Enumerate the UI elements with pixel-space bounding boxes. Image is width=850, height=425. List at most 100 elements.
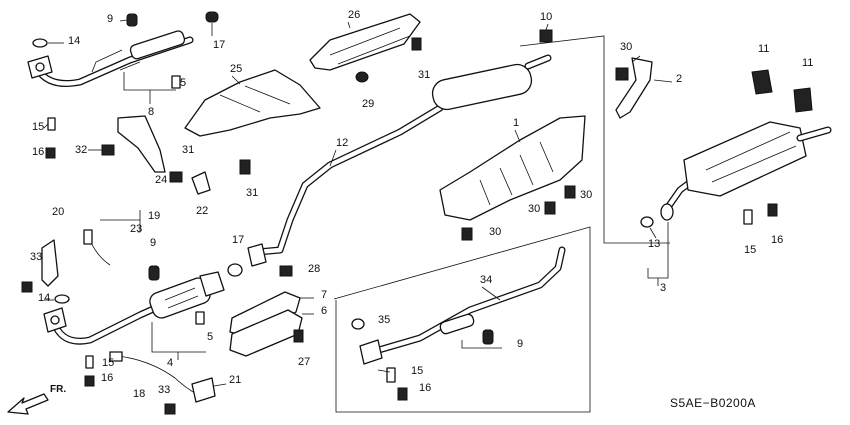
callout-c14b: 14 — [38, 292, 50, 304]
bolt-16-rear — [767, 203, 778, 217]
rubber-hanger-9-mid — [148, 265, 160, 281]
leader-lines — [43, 19, 673, 387]
oxygen-sensor-19 — [83, 229, 93, 245]
callout-c13: 13 — [648, 238, 660, 250]
nut-30-b — [544, 201, 556, 215]
callout-c5b: 5 — [207, 331, 213, 343]
callout-c16c: 16 — [101, 372, 113, 384]
callout-c30d: 30 — [489, 226, 501, 238]
bolt-5-top — [171, 75, 181, 89]
callout-c2: 2 — [676, 73, 682, 85]
callout-c9c: 9 — [517, 338, 523, 350]
callout-c31c: 31 — [246, 187, 258, 199]
callout-c22: 22 — [196, 205, 208, 217]
alt-exhaust-pipe-34 — [359, 246, 566, 365]
gasket-17-top — [205, 11, 219, 23]
bolt-5-mid — [195, 311, 205, 325]
callout-c28: 28 — [308, 263, 320, 275]
front-pipe-upper — [27, 30, 194, 87]
callout-c5a: 5 — [180, 77, 186, 89]
bolt-32 — [101, 144, 115, 156]
callout-c33b: 33 — [158, 384, 170, 396]
gasket-13 — [640, 216, 654, 228]
callout-c4: 4 — [167, 357, 173, 369]
callout-c31a: 31 — [418, 69, 430, 81]
bolt-16-top — [45, 147, 56, 159]
front-pipe-lower-4 — [43, 271, 225, 345]
bracket-21 — [191, 377, 216, 403]
rubber-hanger-11-b — [793, 87, 813, 113]
flange-12 — [247, 243, 267, 267]
callout-c11b: 11 — [802, 57, 813, 69]
bracket-22 — [191, 171, 211, 195]
callout-c34: 34 — [480, 274, 492, 286]
gasket-14-top — [32, 38, 48, 48]
bracket-20 — [41, 239, 59, 287]
callout-c15c: 15 — [102, 357, 114, 369]
spring-15-top — [47, 117, 56, 131]
diagram-code: S5AE−B0200A — [670, 396, 756, 410]
rear-group-frame — [519, 35, 670, 244]
callout-c8: 8 — [148, 106, 154, 118]
callout-c9a: 9 — [107, 13, 113, 25]
middle-silencer — [431, 63, 533, 111]
callout-c14a: 14 — [68, 35, 80, 47]
nut-30-a — [564, 185, 576, 199]
callout-c1: 1 — [513, 117, 519, 129]
direction-marker: FR. — [50, 384, 66, 395]
spring-15-rear — [743, 209, 753, 225]
nut-27 — [293, 329, 304, 343]
rubber-hanger-11-a — [751, 69, 773, 95]
callout-c17b: 17 — [232, 234, 244, 246]
gasket-14-mid — [54, 294, 70, 304]
spring-15-bottom — [386, 367, 396, 383]
callout-c12: 12 — [336, 137, 348, 149]
callout-c24: 24 — [155, 174, 167, 186]
nut-30-c — [461, 227, 473, 241]
callout-c27: 27 — [298, 356, 310, 368]
nut-28 — [279, 265, 293, 277]
callout-c35: 35 — [378, 314, 390, 326]
clip-29 — [355, 71, 369, 83]
bolt-33-bottom — [164, 403, 176, 415]
callout-c19: 19 — [148, 210, 160, 222]
callout-c11a: 11 — [758, 43, 769, 55]
callout-c31b: 31 — [182, 144, 194, 156]
callout-c20: 20 — [52, 206, 64, 218]
callout-c9b: 9 — [150, 237, 156, 249]
alt-pipe-group-frame — [333, 226, 591, 413]
callout-c30a: 30 — [620, 41, 632, 53]
callout-c32: 32 — [75, 144, 87, 156]
heat-shield-1 — [439, 115, 586, 221]
callout-c17a: 17 — [213, 39, 225, 51]
converter-cover-7 — [229, 291, 301, 337]
callout-c15a: 15 — [32, 121, 44, 133]
rear-muffler-3 — [660, 121, 832, 221]
callout-c30c: 30 — [528, 203, 540, 215]
callout-c7: 7 — [321, 289, 327, 301]
spring-15-left — [85, 355, 94, 369]
hanger-bracket-2 — [615, 57, 653, 119]
rubber-hanger-9-bottom — [482, 329, 494, 345]
gasket-17-mid — [227, 263, 243, 277]
callout-c18: 18 — [133, 388, 145, 400]
heat-shield-26 — [309, 13, 421, 71]
rubber-hanger-9-top — [126, 13, 138, 27]
nut-31-mid — [239, 159, 251, 175]
callout-c33a: 33 — [30, 251, 42, 263]
nut-31-left — [169, 171, 183, 183]
callout-c10: 10 — [540, 11, 552, 23]
bolt-16-bottom — [397, 387, 408, 401]
callout-c6: 6 — [321, 305, 327, 317]
nut-30-top — [615, 67, 629, 81]
callout-c15b: 15 — [744, 244, 756, 256]
gasket-35 — [351, 318, 365, 330]
front-direction-arrow: FR. — [7, 384, 66, 415]
callout-c16d: 16 — [419, 382, 431, 394]
bracket-24 — [117, 115, 166, 173]
callout-c23: 23 — [130, 223, 142, 235]
bracket-10 — [539, 29, 553, 43]
